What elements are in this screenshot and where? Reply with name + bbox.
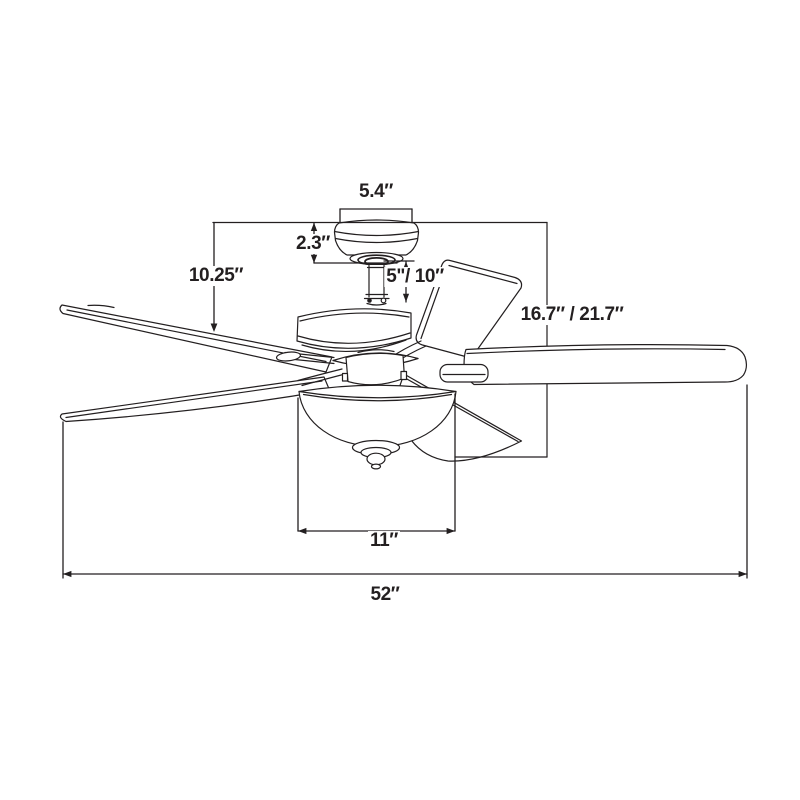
fan-blade-upper-left [59,304,333,373]
dim-label-ceiling-to-blade-height: 10.25″ [186,265,246,287]
canopy [333,219,420,266]
dim-label-downrod-length: 5"/ 10″ [384,266,446,288]
dim-label-blade-span: 52″ [368,584,402,606]
dim-label-light-kit-width: 11″ [368,530,400,552]
light-kit-bowl [298,384,457,448]
dimension-lines [62,208,748,579]
fan-blade-right [463,344,748,386]
fan-blade-lower-left [59,376,331,423]
downrod [363,262,390,306]
dim-label-overall-height: 16.7″ / 21.7″ [518,304,626,326]
finial [351,439,401,470]
dim-label-canopy-height: 2.3″ [294,233,332,255]
dim-label-canopy-width: 5.4″ [357,181,395,203]
blade-iron-hub [275,349,489,387]
motor-housing [296,308,412,353]
